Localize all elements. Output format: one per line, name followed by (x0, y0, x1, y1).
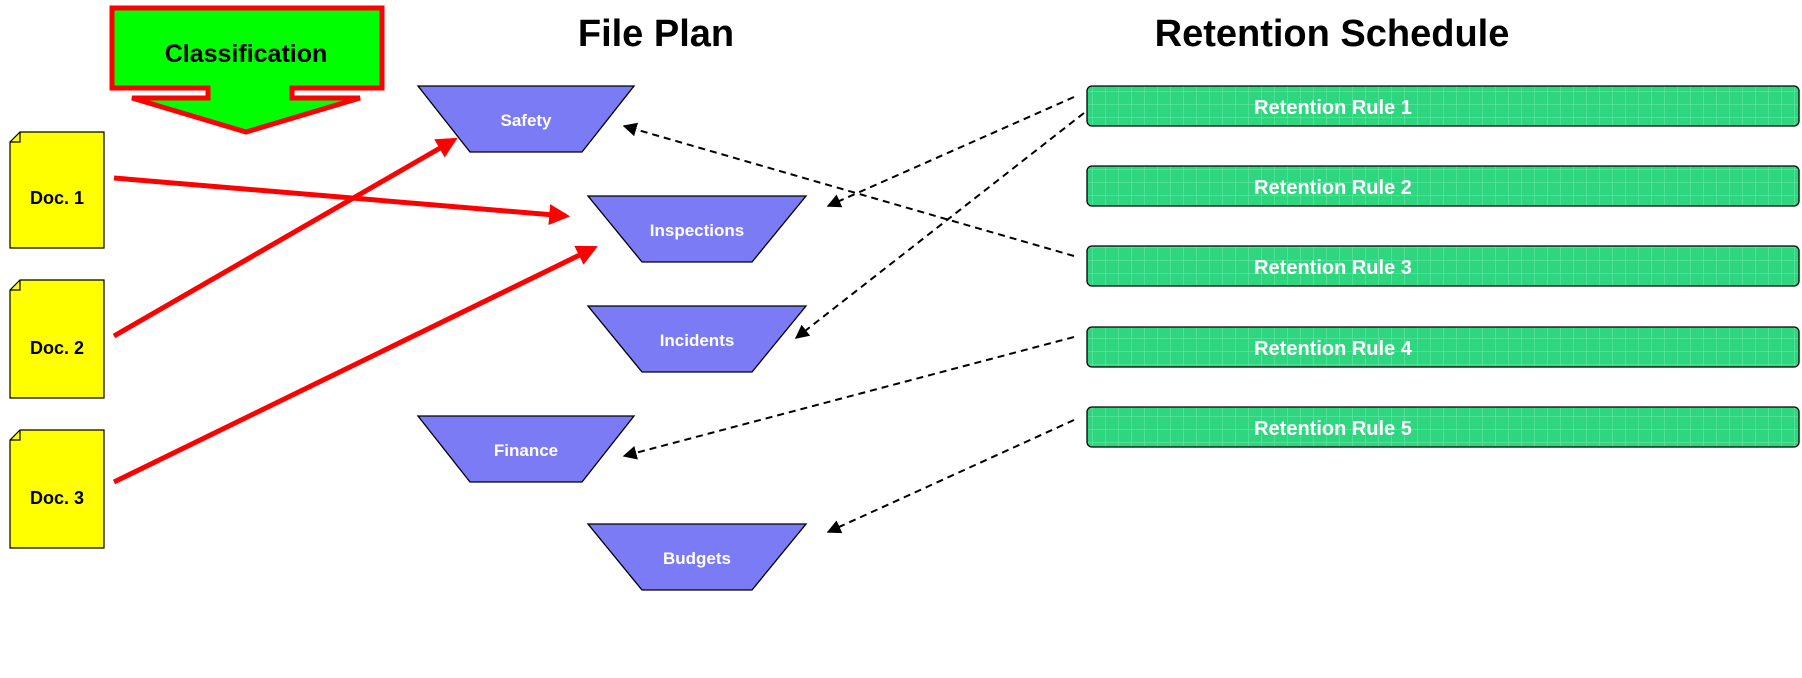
retention-link-rule5-budgets (826, 419, 1075, 534)
folder-budgets[interactable]: Budgets (586, 523, 808, 591)
retention-rule-2[interactable]: Retention Rule 2 (1086, 165, 1800, 207)
retention-schedule-title: Retention Schedule (1155, 13, 1510, 55)
folder-safety[interactable]: Safety (416, 85, 636, 153)
classification-label: Classification (165, 40, 328, 68)
retention-rule-3[interactable]: Retention Rule 3 (1086, 245, 1800, 287)
folder-label: Inspections (650, 221, 744, 240)
retention-link-rule1-incidents (794, 112, 1085, 339)
retention-link-rule1-inspections (826, 96, 1075, 208)
folder-label: Finance (494, 441, 558, 460)
classification-link-doc2-safety (112, 137, 458, 339)
retention-rule-5[interactable]: Retention Rule 5 (1086, 406, 1800, 448)
document-doc-1[interactable]: Doc. 1 (9, 131, 105, 249)
folder-finance[interactable]: Finance (416, 415, 636, 483)
folder-label: Safety (500, 111, 552, 130)
retention-rule-label: Retention Rule 5 (1254, 418, 1412, 440)
document-label: Doc. 1 (30, 188, 84, 208)
folder-incidents[interactable]: Incidents (586, 305, 808, 373)
document-doc-3[interactable]: Doc. 3 (9, 429, 105, 549)
retention-rule-label: Retention Rule 3 (1254, 257, 1412, 279)
document-label: Doc. 2 (30, 338, 84, 358)
document-doc-2[interactable]: Doc. 2 (9, 279, 105, 399)
retention-rule-label: Retention Rule 4 (1254, 338, 1413, 360)
folder-inspections[interactable]: Inspections (586, 195, 808, 263)
retention-link-rule3-safety (622, 122, 1075, 257)
retention-rule-1[interactable]: Retention Rule 1 (1086, 85, 1800, 127)
folder-label: Incidents (660, 331, 735, 350)
retention-rule-label: Retention Rule 1 (1254, 97, 1412, 119)
file-plan-title: File Plan (578, 13, 734, 55)
classification-link-doc1-inspections (113, 175, 571, 226)
retention-rule-4[interactable]: Retention Rule 4 (1086, 326, 1800, 368)
folder-label: Budgets (663, 549, 731, 568)
classification-link-doc3-inspections (112, 245, 598, 485)
document-label: Doc. 3 (30, 488, 84, 508)
classification-arrow: Classification (109, 5, 385, 135)
retention-rule-label: Retention Rule 2 (1254, 177, 1412, 199)
retention-link-rule4-finance (622, 336, 1075, 460)
